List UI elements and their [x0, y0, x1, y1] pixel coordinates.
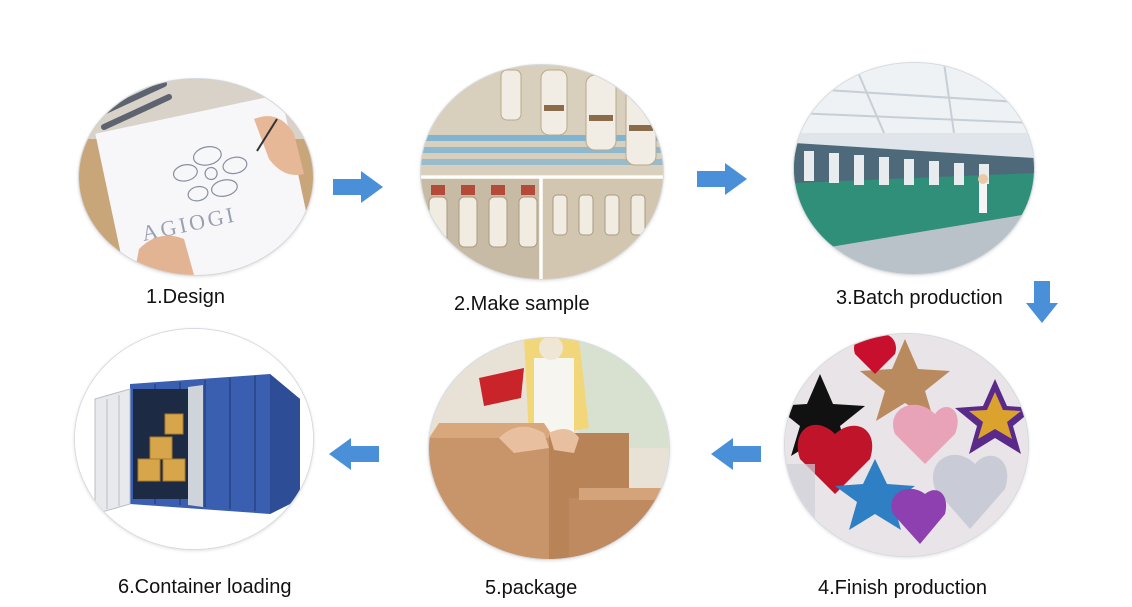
step-1-image: AGIOGI — [78, 78, 314, 276]
step-2-image — [420, 64, 664, 280]
step-1-label: 1.Design — [146, 286, 225, 308]
arrow-right-icon — [333, 171, 383, 203]
step-5-label: 5.package — [485, 577, 578, 599]
packing-boxes-illustration — [429, 338, 669, 559]
step-2-label: 2.Make sample — [454, 293, 590, 315]
step-3-image — [793, 62, 1035, 275]
factory-line-illustration — [794, 63, 1034, 274]
step-5-image — [428, 337, 670, 560]
arrow-left-icon — [329, 438, 379, 470]
design-sketch-illustration: AGIOGI — [79, 79, 313, 275]
step-6-image — [74, 328, 314, 550]
arrow-down-icon — [1026, 281, 1058, 323]
sequin-patches-illustration — [785, 334, 1028, 556]
embroidery-machine-illustration — [421, 65, 663, 279]
step-3-label: 3.Batch production — [836, 287, 1003, 309]
shipping-container-illustration — [75, 329, 313, 549]
step-4-label: 4.Finish production — [818, 577, 987, 599]
step-4-image — [784, 333, 1029, 557]
arrow-left-icon — [711, 438, 761, 470]
arrow-right-icon — [697, 163, 747, 195]
step-6-label: 6.Container loading — [118, 576, 292, 598]
